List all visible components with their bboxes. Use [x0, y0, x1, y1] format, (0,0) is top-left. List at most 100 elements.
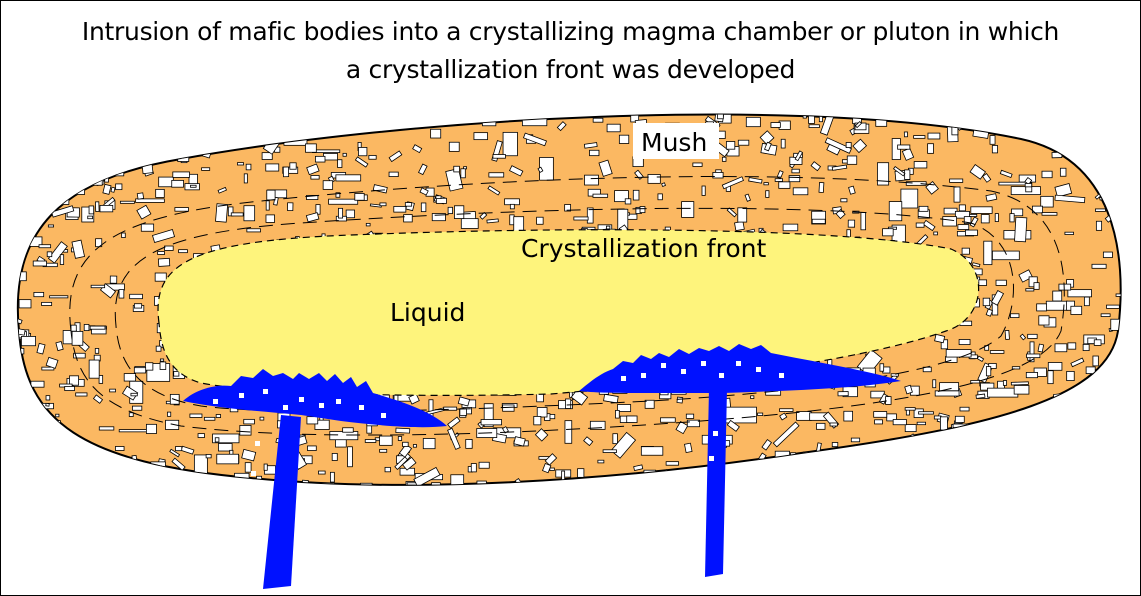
crystal [897, 114, 909, 121]
crystal [748, 483, 757, 485]
crystal [617, 404, 632, 412]
crystal [64, 484, 79, 485]
crystal [79, 476, 99, 485]
crystal [32, 260, 47, 267]
crystal [109, 275, 118, 284]
crystal [322, 180, 334, 190]
crystal [1102, 251, 1113, 258]
crystal [1024, 183, 1033, 188]
crystal [640, 446, 664, 456]
crystal [1067, 289, 1092, 298]
crystal [463, 100, 473, 110]
crystal [369, 203, 382, 208]
crystal [17, 271, 27, 282]
crystal [1106, 304, 1120, 309]
crystal [435, 195, 442, 200]
crystal [544, 453, 558, 466]
crystal [1025, 288, 1035, 292]
crystal [509, 203, 515, 210]
crystal [38, 244, 52, 249]
crystal [904, 407, 916, 411]
crystal [971, 262, 981, 268]
crystal [318, 470, 326, 475]
crystal [306, 416, 319, 425]
crystal [345, 209, 355, 219]
crystal [464, 107, 472, 110]
crystal [137, 97, 153, 109]
crystal [905, 181, 927, 186]
crystal [998, 181, 1028, 186]
crystal [69, 375, 79, 386]
crystal [487, 185, 501, 196]
left-mafic-dike [263, 415, 301, 589]
crystal [968, 424, 981, 437]
crystal [741, 459, 758, 476]
crystal [829, 422, 838, 427]
crystal [217, 186, 227, 194]
crystal [836, 453, 862, 479]
crystal [215, 414, 222, 418]
crystal [784, 97, 791, 103]
crystal [119, 200, 135, 204]
crystal [157, 251, 165, 255]
crystal [761, 439, 773, 451]
crystal [230, 212, 244, 217]
crystal [1110, 486, 1121, 493]
crystal [597, 459, 605, 464]
crystal [372, 184, 388, 194]
crystal [1066, 370, 1075, 381]
crystal [201, 167, 211, 171]
crystal [1111, 213, 1119, 222]
crystal [1033, 282, 1040, 290]
crystal [513, 436, 526, 447]
crystal [61, 446, 77, 457]
crystal [388, 102, 403, 108]
crystal [1113, 442, 1121, 450]
crystal [959, 406, 970, 412]
crystal [306, 194, 319, 200]
crystal [999, 169, 1013, 179]
crystal [1093, 169, 1111, 180]
crystal [770, 468, 781, 477]
crystal [584, 109, 590, 112]
crystal [737, 139, 750, 146]
crystal [961, 247, 970, 255]
crystal [918, 411, 934, 415]
crystal [473, 132, 488, 141]
crystal [91, 488, 99, 495]
crystal [69, 119, 81, 128]
crystal [902, 450, 912, 456]
crystal [1062, 417, 1073, 428]
crystal [155, 188, 165, 198]
crystal [477, 114, 484, 121]
crystal [661, 182, 666, 188]
crystal [479, 211, 488, 220]
crystal [918, 205, 929, 212]
crystal [33, 218, 41, 226]
crystal [969, 216, 979, 228]
crystal [395, 427, 411, 434]
crystal [965, 229, 978, 236]
crystal [241, 448, 257, 462]
crystal [1070, 305, 1083, 315]
crystal [990, 289, 1005, 306]
crystal [98, 375, 104, 384]
crystal [940, 490, 947, 496]
crystal [1115, 293, 1121, 297]
crystal [232, 98, 244, 105]
crystal [92, 394, 104, 404]
crystal [953, 186, 961, 203]
crystal [1054, 183, 1073, 198]
crystal [47, 224, 54, 228]
crystal [782, 223, 799, 232]
crystal [537, 166, 544, 173]
crystal [933, 98, 943, 105]
crystal [824, 137, 852, 154]
crystal [431, 482, 441, 485]
crystal [903, 131, 908, 138]
crystal [949, 178, 964, 183]
crystal [175, 446, 183, 452]
crystal [992, 250, 1020, 261]
crystal [1001, 451, 1014, 461]
crystal [303, 488, 313, 497]
